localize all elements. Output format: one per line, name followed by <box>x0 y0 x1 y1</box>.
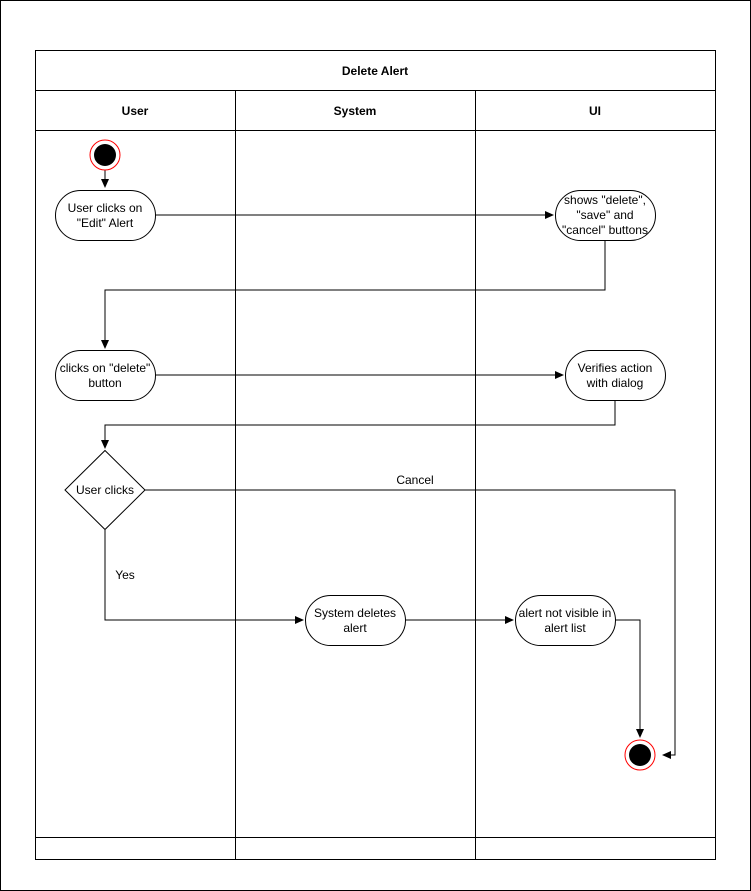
action-text-line: User clicks on <box>68 201 143 215</box>
action-shape <box>305 595 406 646</box>
action-shape <box>565 350 666 401</box>
action-text-line: alert not visible in <box>519 606 612 620</box>
action-shape <box>55 350 156 401</box>
action-shape <box>515 595 616 646</box>
end-node <box>624 739 656 771</box>
pool-frame <box>35 50 716 860</box>
action-user-clicks-edit: User clicks on "Edit" Alert <box>55 190 156 241</box>
edge-decision-yes <box>104 530 304 624</box>
decision-text: User clicks <box>76 483 134 497</box>
action-text-line: button <box>88 376 121 390</box>
action-text-line: with dialog <box>586 376 644 390</box>
decision-user-clicks: User clicks <box>64 449 146 531</box>
edge-shows-to-delete <box>101 240 606 349</box>
cancel-label: Cancel <box>396 473 433 487</box>
end-dot <box>629 744 651 766</box>
lane-header-system: System <box>334 104 377 118</box>
action-text-line: shows "delete", <box>564 193 646 207</box>
action-alert-not-visible: alert not visible in alert list <box>515 595 616 646</box>
action-text-line: alert <box>343 621 367 635</box>
start-node <box>89 139 121 171</box>
decision-diamond <box>64 449 146 531</box>
action-text-line: System deletes <box>314 606 396 620</box>
edge-ui-to-end <box>615 619 644 738</box>
action-text-line: alert list <box>544 621 586 635</box>
action-shape <box>555 190 656 241</box>
action-text-line: "cancel" buttons <box>562 223 648 237</box>
yes-label: Yes <box>115 568 135 582</box>
action-system-deletes: System deletes alert <box>305 595 406 646</box>
action-clicks-delete: clicks on "delete" button <box>55 350 156 401</box>
edge-decision-cancel <box>145 489 676 759</box>
action-text-line: "save" and <box>576 208 633 222</box>
lane-header-ui: UI <box>589 104 601 118</box>
edges: Cancel Yes <box>101 170 676 759</box>
action-text-line: "Edit" Alert <box>77 216 134 230</box>
action-shape <box>55 190 156 241</box>
start-dot <box>94 144 116 166</box>
swimlane-pool: Delete Alert User System UI <box>35 50 716 860</box>
action-text-line: Verifies action <box>578 361 653 375</box>
edge-verifies-to-decision <box>101 400 616 449</box>
action-text-line: clicks on "delete" <box>60 361 151 375</box>
action-shows-buttons: shows "delete", "save" and "cancel" butt… <box>555 190 656 241</box>
lane-header-user: User <box>122 104 149 118</box>
diagram-title: Delete Alert <box>342 64 408 78</box>
action-verifies-dialog: Verifies action with dialog <box>565 350 666 401</box>
